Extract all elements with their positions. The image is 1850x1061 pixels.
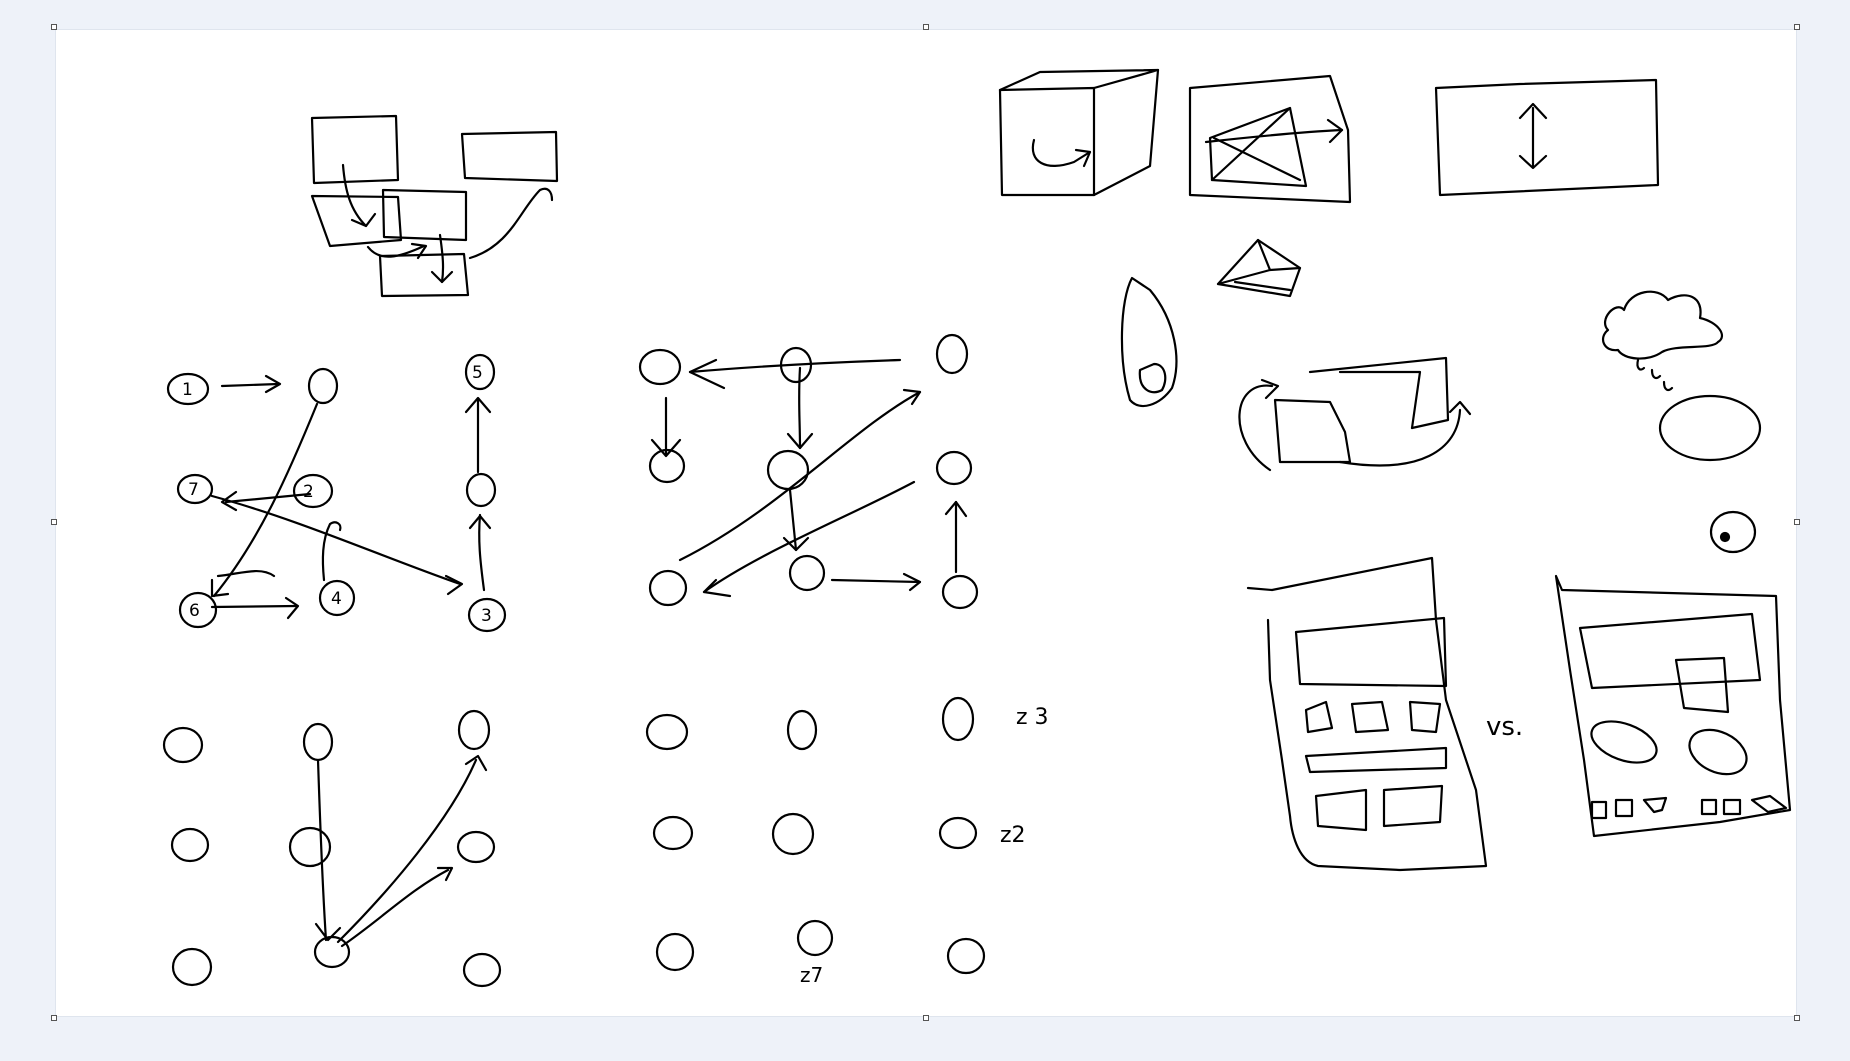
node-label-4: 4: [331, 589, 342, 609]
label-z7: z7: [800, 963, 823, 987]
resize-handle-bottom-right[interactable]: [1794, 1015, 1800, 1021]
sketch-misc-shapes: [1120, 238, 1762, 554]
sketch-numbered-graph: 1 2 3 4 5 6 7: [166, 353, 507, 633]
resize-handle-middle-right[interactable]: [1794, 519, 1800, 525]
drawing-page[interactable]: [56, 30, 1796, 1016]
sketch-circle-graph-3: [162, 709, 502, 988]
sketch-phone-left: [1246, 556, 1488, 872]
resize-handle-top-left[interactable]: [51, 24, 57, 30]
label-z3: z 3: [1016, 705, 1049, 730]
node-label-3: 3: [481, 606, 492, 626]
node-label-6: 6: [189, 601, 200, 621]
sketch-circle-graph-2: [638, 333, 979, 610]
resize-handle-top-right[interactable]: [1794, 24, 1800, 30]
sketch-circle-graph-4: z 3 z2 z7: [645, 696, 1049, 987]
node-label-5: 5: [472, 363, 483, 383]
sketch-shapes-row: [998, 68, 1660, 204]
node-label-7: 7: [188, 480, 199, 500]
node-label-2: 2: [303, 482, 314, 502]
node-label-1: 1: [182, 380, 193, 400]
resize-handle-middle-left[interactable]: [51, 519, 57, 525]
resize-handle-top-center[interactable]: [923, 24, 929, 30]
label-vs: vs.: [1486, 712, 1523, 742]
sketch-box-flow: [310, 114, 559, 298]
label-z2: z2: [1000, 823, 1026, 848]
sketch-phone-right: [1554, 574, 1792, 838]
resize-handle-bottom-center[interactable]: [923, 1015, 929, 1021]
resize-handle-bottom-left[interactable]: [51, 1015, 57, 1021]
